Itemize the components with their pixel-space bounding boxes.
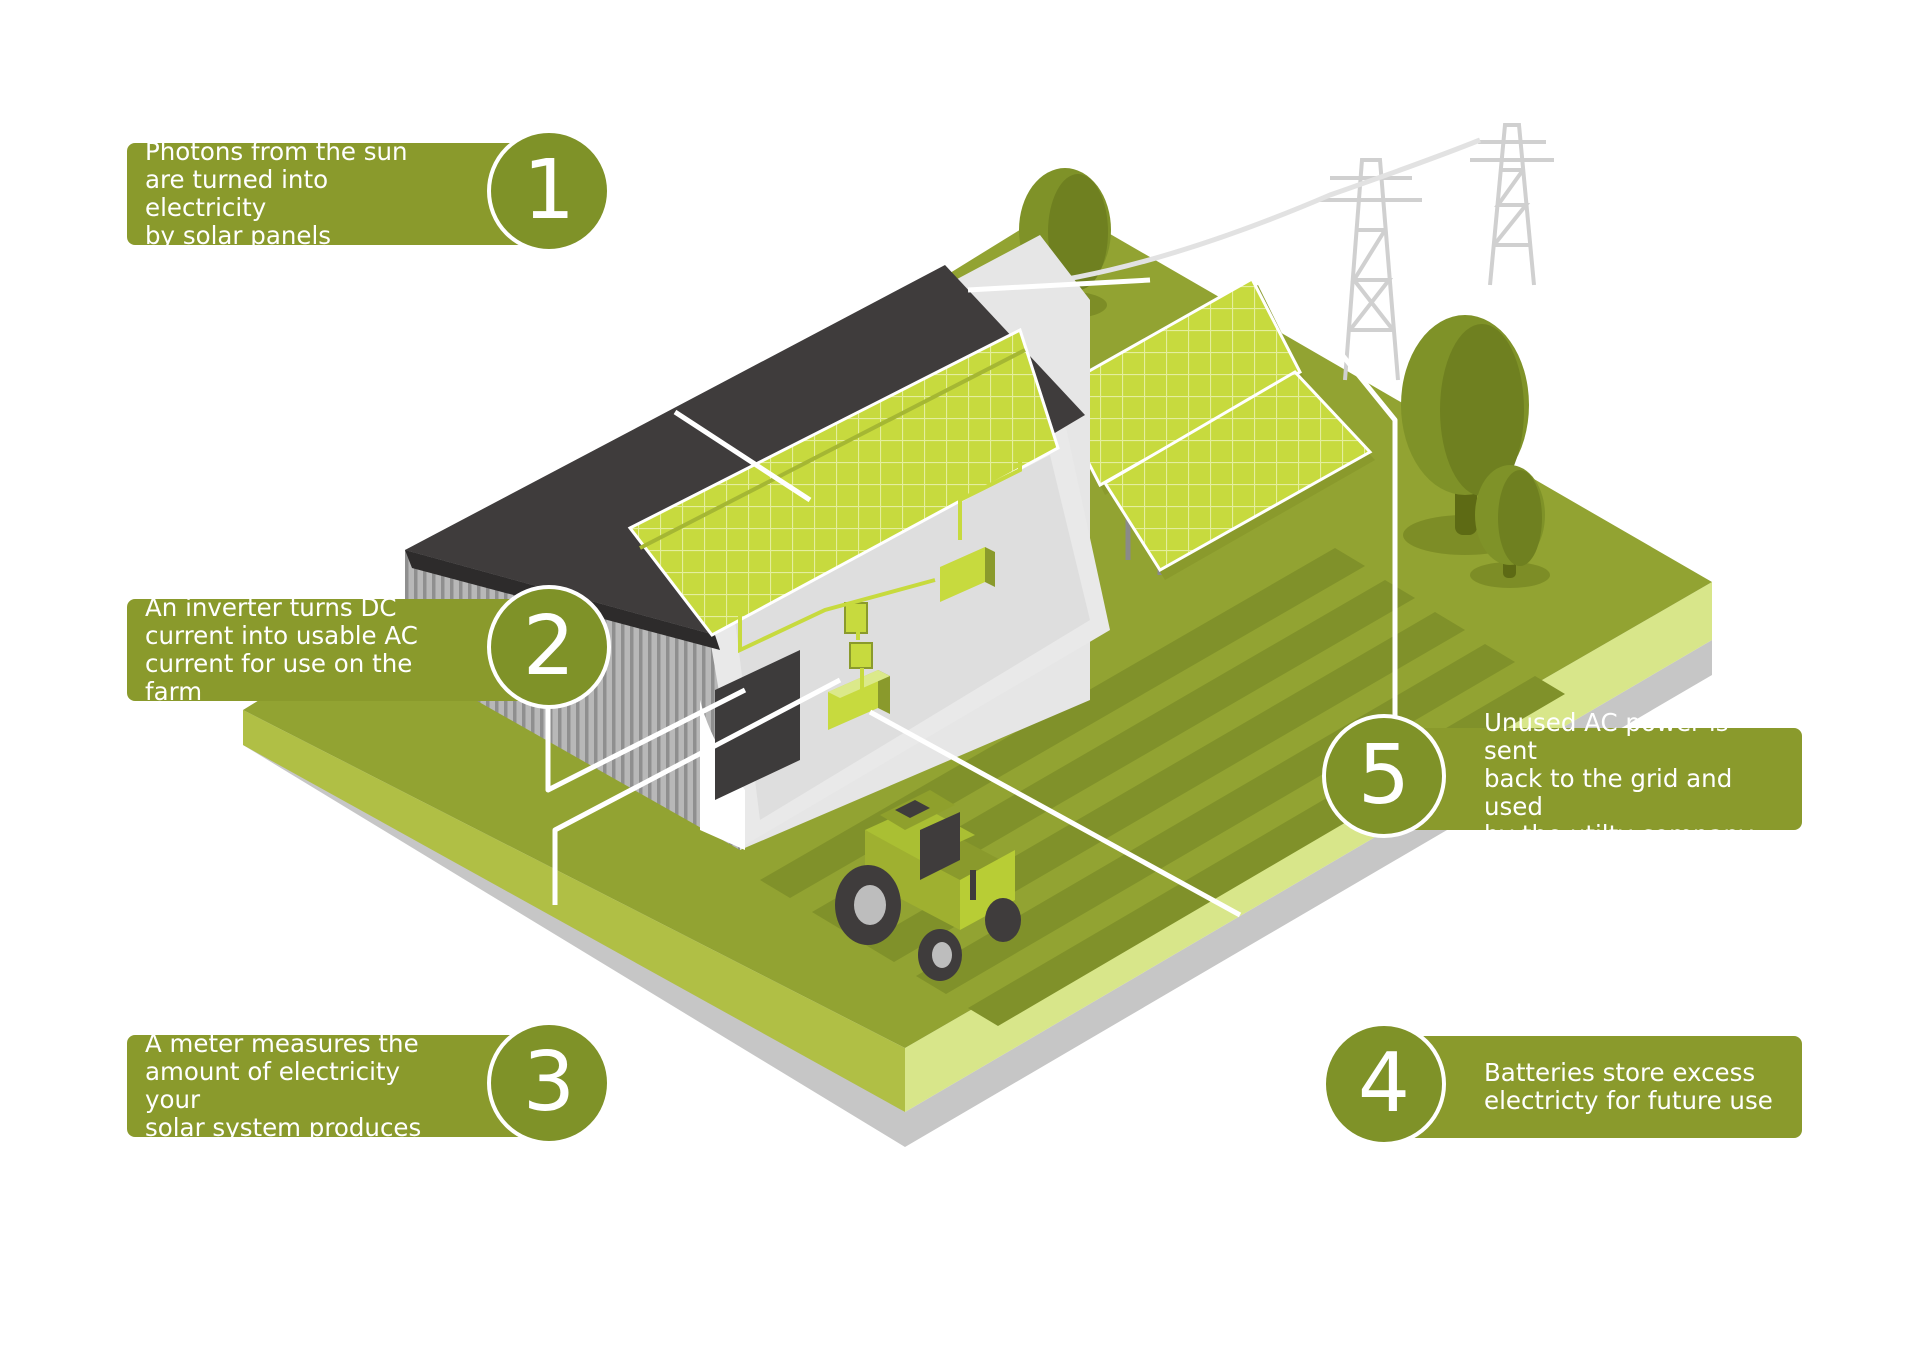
callout-2-number: 2 <box>487 585 611 709</box>
callout-2-text: An inverter turns DC current into usable… <box>145 593 418 706</box>
battery-icon <box>828 670 890 730</box>
callout-2-label-box: An inverter turns DC current into usable… <box>127 594 547 706</box>
inverter-icon <box>940 547 995 602</box>
callout-1-text: Photons from the sun are turned into ele… <box>145 137 408 250</box>
callout-3-number: 3 <box>487 1021 611 1145</box>
tractor-icon <box>835 790 1021 981</box>
callout-1-label-box: Photons from the sun are turned into ele… <box>127 138 547 250</box>
callout-5-number: 5 <box>1322 714 1446 838</box>
callout-3-label-box: A meter measures the amount of electrici… <box>127 1030 547 1142</box>
callout-4: Batteries store excess electricty for fu… <box>1322 1022 1802 1146</box>
callout-5-text: Unused AC power is sent back to the grid… <box>1484 708 1754 849</box>
pylon-icon <box>1470 123 1554 286</box>
callout-3-text: A meter measures the amount of electrici… <box>145 1029 422 1142</box>
callout-1-number: 1 <box>487 129 611 253</box>
callout-2: An inverter turns DC current into usable… <box>127 585 611 709</box>
wiring <box>738 452 1022 690</box>
callout-4-text: Batteries store excess electricty for fu… <box>1484 1058 1773 1115</box>
callout-1: Photons from the sun are turned into ele… <box>127 129 611 253</box>
callout-4-label-box: Batteries store excess electricty for fu… <box>1382 1036 1802 1138</box>
callout-5-label-box: Unused AC power is sent back to the grid… <box>1382 709 1802 849</box>
callout-4-number: 4 <box>1322 1022 1446 1146</box>
leader-lines <box>545 277 1398 918</box>
tree-icon <box>1470 465 1550 588</box>
ground-edge-left <box>243 710 905 1112</box>
callout-3: A meter measures the amount of electrici… <box>127 1021 611 1145</box>
solar-array-ground <box>1050 276 1375 580</box>
callout-5: Unused AC power is sent back to the grid… <box>1322 709 1802 849</box>
